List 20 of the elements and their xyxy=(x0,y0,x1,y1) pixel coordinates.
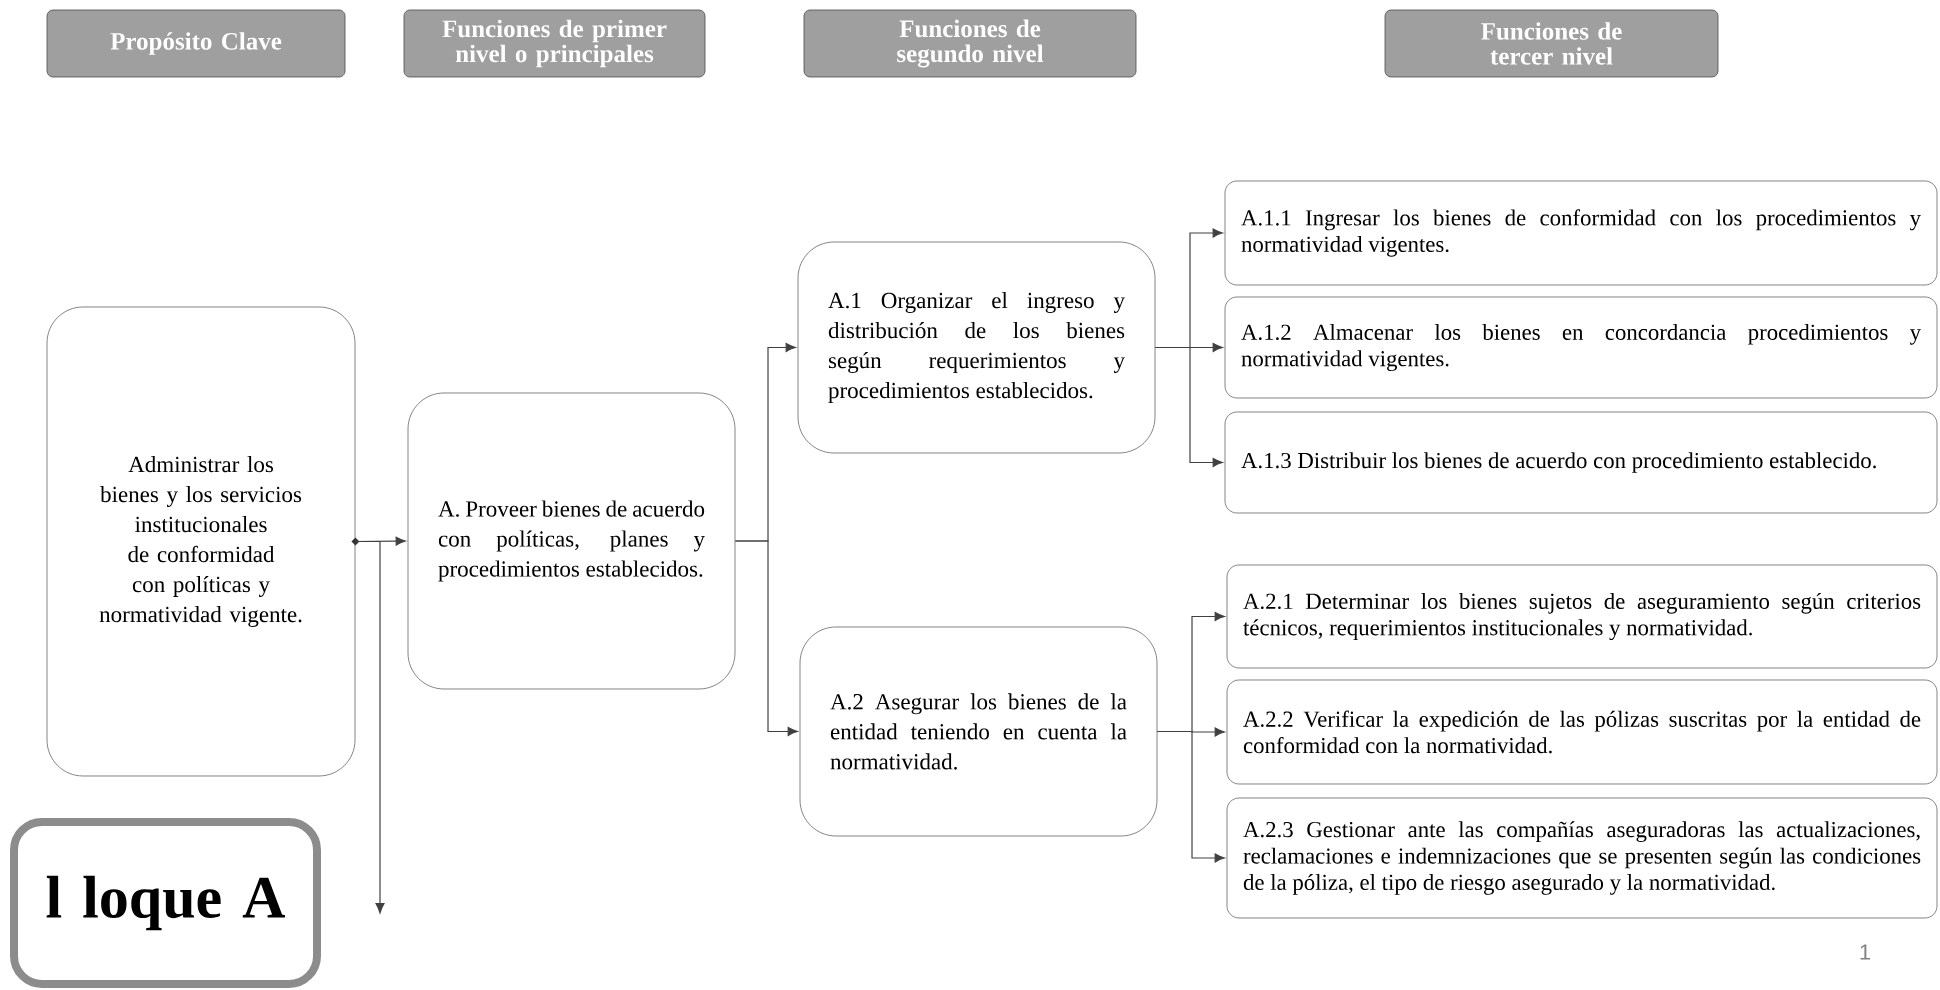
purpose-box: Administrar los bienes y los servicios institucionales de conformidad con políticas y normatividad vigente. xyxy=(46,306,356,777)
arrow xyxy=(1156,730,1225,863)
column-header: Funciones de primer nivel o principales xyxy=(403,9,706,78)
block-title-box: l loque A xyxy=(10,818,321,988)
arrow xyxy=(354,540,385,914)
function-box: A.1.2 Almacenar los bienes en concordancia procedimientos y normatividad vigentes. xyxy=(1224,296,1938,399)
function-box: A.2.2 Verificar la expedición de las pólizas suscritas por la entidad de conformidad con la normatividad. xyxy=(1226,679,1938,785)
function-box: A. Proveer bienes de acuerdo con políticas, planes y procedimientos establecidos. xyxy=(407,392,736,690)
column-header: Funciones de tercer nivel xyxy=(1384,9,1719,78)
page-number: 1 xyxy=(1860,944,1871,960)
function-box: A.2 Asegurar los bienes de la entidad teniendo en cuenta la normatividad. xyxy=(799,626,1158,837)
function-box: A.1.1 Ingresar los bienes de conformidad con los procedimientos y normatividad vigentes. xyxy=(1224,180,1938,286)
function-box: A.2.1 Determinar los bienes sujetos de aseguramiento según criterios técnicos, requerimientos institucionales y normatividad. xyxy=(1226,564,1938,669)
column-header: Propósito Clave xyxy=(46,9,346,78)
arrow xyxy=(734,540,798,736)
arrow xyxy=(1154,346,1223,467)
column-header: Funciones de segundo nivel xyxy=(803,9,1137,78)
function-box: A.2.3 Gestionar ante las compañías aseguradoras las actualizaciones, reclamaciones e indemnizaciones que se presenten según las condiciones de la póliza, el tipo de riesgo asegurado y la normatividad. xyxy=(1226,797,1938,919)
function-box: A.1 Organizar el ingreso y distribución de los bienes según requerimientos y procedimientos establecidos. xyxy=(797,241,1156,454)
function-box: A.1.3 Distribuir los bienes de acuerdo con procedimiento establecido. xyxy=(1224,411,1938,514)
